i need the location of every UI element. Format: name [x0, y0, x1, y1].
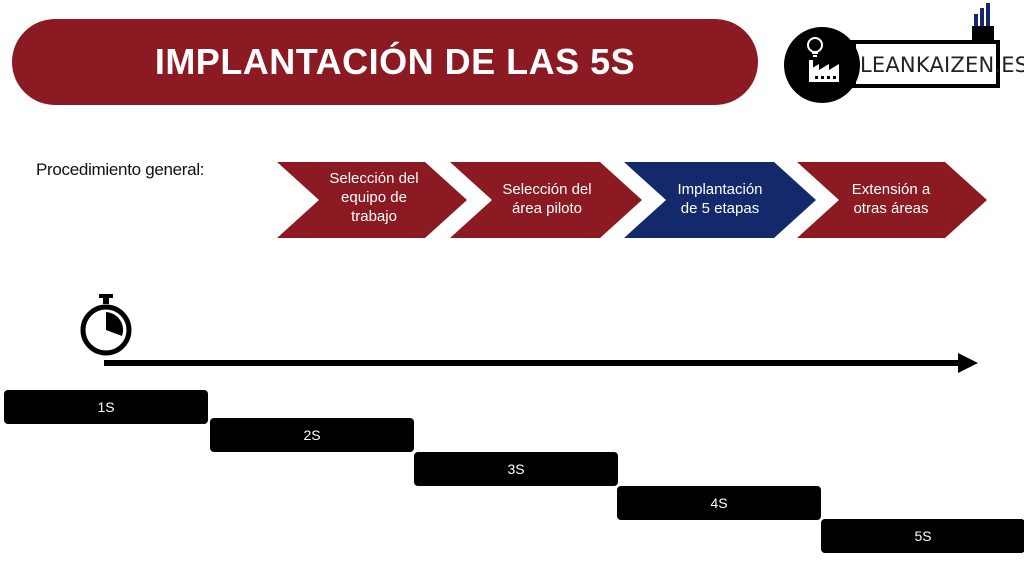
step-label-4: Extensión a otras áreas: [851, 181, 931, 217]
step-chevron-2: [450, 162, 642, 238]
page-title: IMPLANTACIÓN DE LAS 5S: [154, 41, 636, 82]
procedure-label: Procedimiento general:: [36, 160, 205, 179]
stopwatch-icon: [80, 294, 132, 356]
step-chevron-1: [277, 162, 467, 238]
title-banner: IMPLANTACIÓN DE LAS 5S: [12, 19, 758, 105]
stage-bar-3s: 3S: [414, 452, 618, 486]
stage-bar-5s: 5S: [821, 519, 1024, 553]
stage-bar-4s: 4S: [617, 486, 821, 520]
logo-circle: [784, 27, 860, 103]
stage-bar-1s: 1S: [4, 390, 208, 424]
leankaizen-logo: [784, 3, 1000, 103]
logo-text-bg: [856, 44, 996, 84]
logo-text: LEANKAIZEN.ES: [860, 53, 1024, 77]
step-label-3: Implantación de 5 etapas: [677, 181, 763, 217]
step-label-1: Selección del equipo de trabajo: [329, 170, 419, 225]
step-chevron-3: [624, 162, 816, 238]
lightbulb-icon: [807, 37, 823, 57]
step-chevron-4: [797, 162, 987, 238]
chart-bars-icon: [974, 3, 990, 26]
stage-bar-2s: 2S: [210, 418, 414, 452]
step-label-2: Selección del área piloto: [502, 181, 592, 217]
